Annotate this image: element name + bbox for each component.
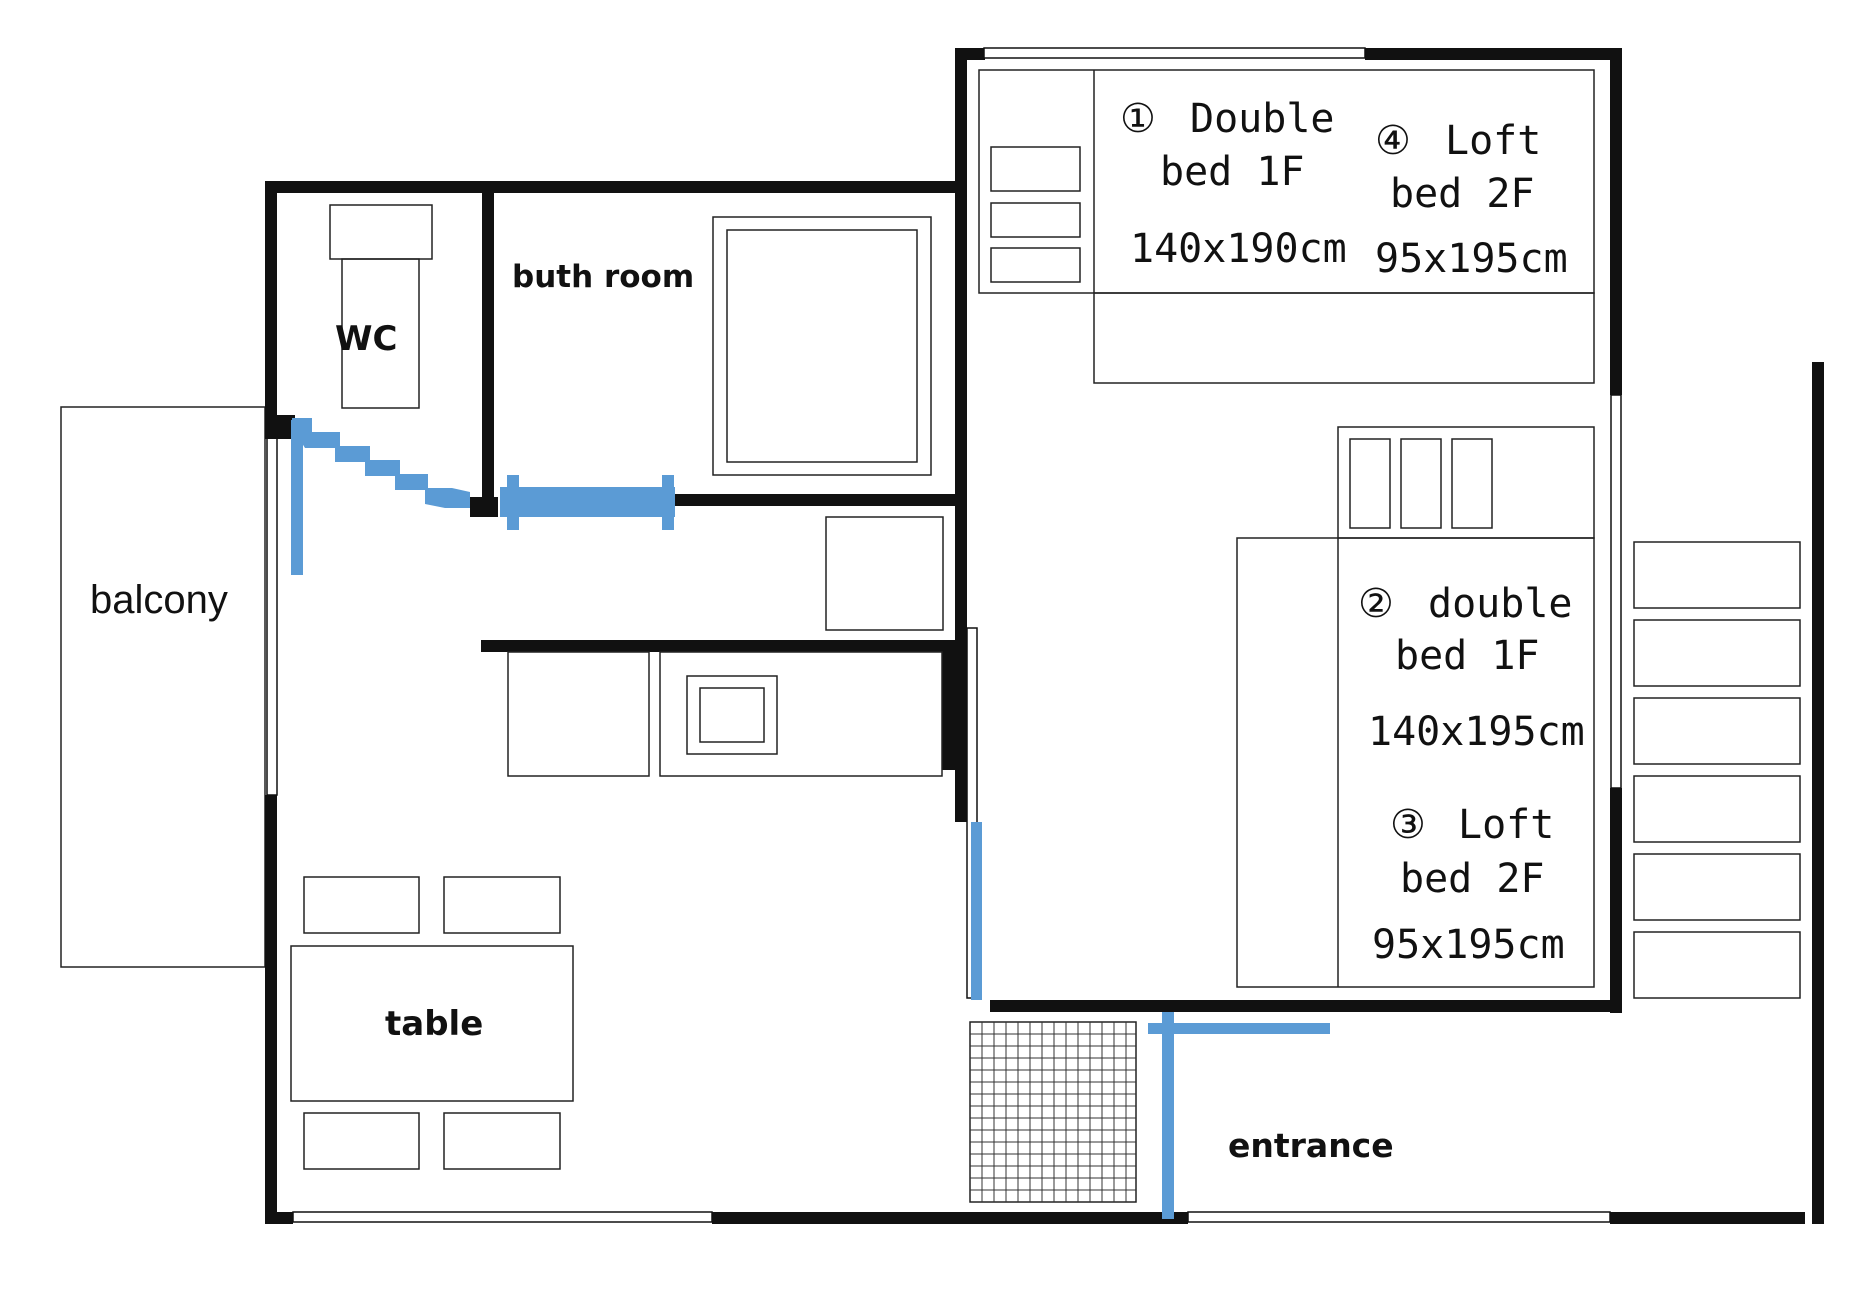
svg-text:bed 1F: bed 1F	[1160, 149, 1305, 195]
svg-text:95x195cm: 95x195cm	[1375, 236, 1568, 282]
balcony-label: balcony	[90, 578, 228, 622]
bed-extension-top	[1093, 292, 1595, 384]
bed-ladder-bottom	[1349, 438, 1493, 529]
bed-ladder-top	[990, 146, 1081, 283]
table-label: table	[385, 1004, 483, 1044]
svg-text:bed 1F: bed 1F	[1395, 633, 1540, 679]
svg-text:bed 2F: bed 2F	[1390, 171, 1535, 217]
svg-text:Loft: Loft	[1458, 802, 1554, 848]
bed-1-label: ① Double bed 1F 140x190cm	[1120, 96, 1347, 272]
bed-3-label: ③ Loft bed 2F 95x195cm	[1372, 802, 1565, 968]
bed-headboard-bottom	[1337, 426, 1595, 539]
svg-text:140x195cm: 140x195cm	[1368, 709, 1585, 755]
bathroom-label: buth room	[512, 259, 694, 295]
svg-text:Loft: Loft	[1445, 118, 1541, 164]
svg-text:④: ④	[1375, 118, 1411, 164]
dining-chairs	[303, 876, 561, 1170]
svg-text:double: double	[1428, 581, 1573, 627]
dining-table	[290, 945, 574, 1102]
svg-text:140x190cm: 140x190cm	[1130, 226, 1347, 272]
shoe-rack	[969, 1021, 1137, 1203]
bed-4-label: ④ Loft bed 2F 95x195cm	[1375, 118, 1568, 282]
bed-2-label: ② double bed 1F 140x195cm	[1358, 581, 1585, 755]
wc-label: WC	[335, 319, 397, 359]
svg-text:①: ①	[1120, 96, 1156, 142]
svg-text:bed 2F: bed 2F	[1400, 856, 1545, 902]
shoe-rack-grid	[970, 1022, 1136, 1202]
bed-frame-bottom	[1236, 537, 1595, 988]
interior-walls	[265, 181, 967, 822]
toilet	[329, 204, 433, 409]
bathtub	[712, 216, 932, 476]
svg-text:95x195cm: 95x195cm	[1372, 922, 1565, 968]
entrance-label: entrance	[1228, 1126, 1394, 1165]
kitchen-counter	[507, 651, 943, 777]
windows	[266, 47, 1622, 1223]
svg-text:Double: Double	[1190, 96, 1335, 142]
washing-machine	[825, 516, 944, 631]
balcony-area	[60, 406, 266, 968]
doors	[291, 418, 1330, 1219]
exterior-steps	[1633, 541, 1801, 999]
kitchen-sink	[686, 675, 778, 755]
svg-text:③: ③	[1390, 802, 1426, 848]
svg-text:②: ②	[1358, 581, 1394, 627]
outer-walls	[265, 48, 1824, 1224]
